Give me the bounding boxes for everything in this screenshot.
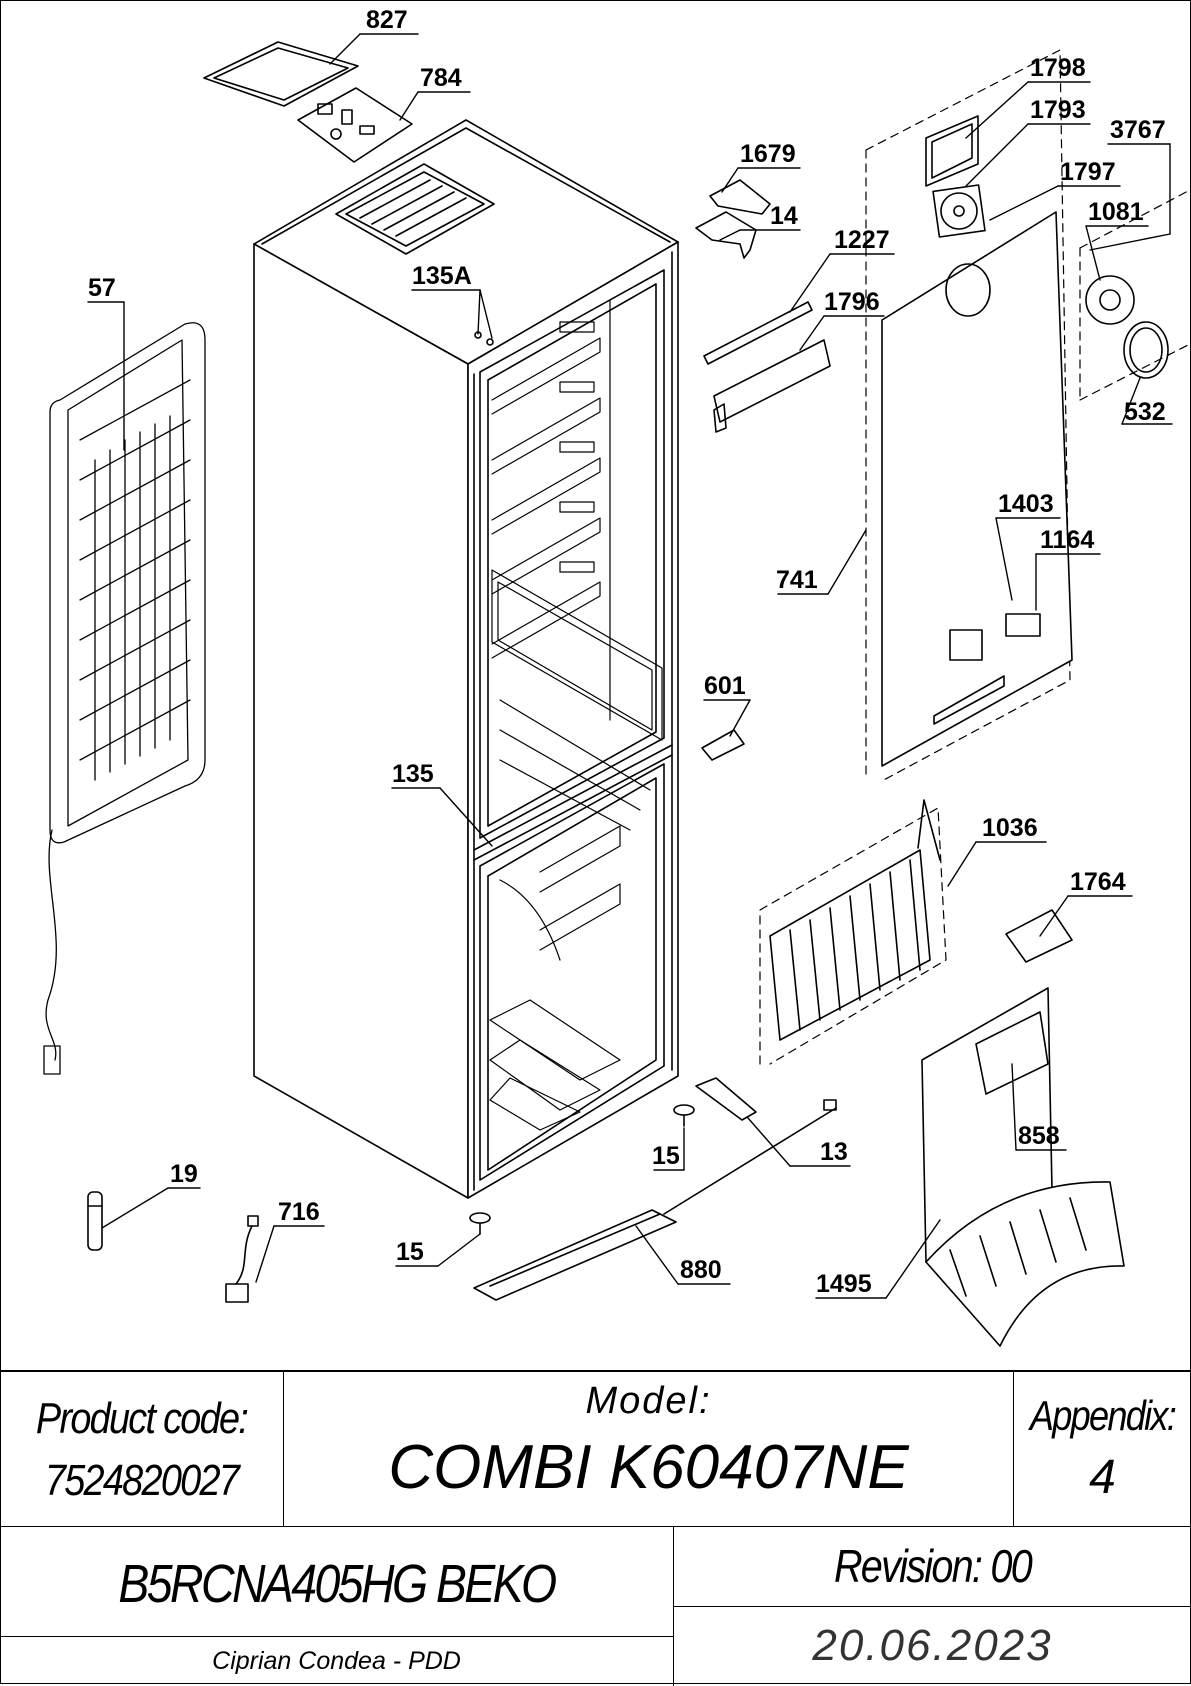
product-code-value: 7524820027 (44, 1456, 240, 1505)
part-1679-hinge-cover (709, 179, 771, 215)
cabinet (253, 119, 679, 1199)
model-label: Model: (585, 1380, 712, 1422)
label-15-upper: 15 (652, 1142, 680, 1170)
part-15-foot-upper (673, 1104, 695, 1127)
author: Ciprian Condea - PDD (212, 1647, 461, 1675)
part-858-cover (975, 1011, 1049, 1095)
label-716: 716 (278, 1198, 320, 1226)
part-784-board (297, 87, 413, 163)
part-14-hinge (695, 211, 757, 259)
label-741: 741 (776, 566, 818, 594)
fan-assembly-dashed-group (865, 49, 1191, 783)
model-cell: Model: COMBI K60407NE (284, 1372, 1014, 1526)
revision-cell: Revision: 00 (674, 1526, 1191, 1606)
label-858: 858 (1018, 1122, 1060, 1150)
label-784: 784 (420, 64, 462, 92)
label-1764: 1764 (1070, 868, 1126, 896)
label-1164: 1164 (1040, 526, 1094, 554)
model-name: B5RCNA405HG BEKO (118, 1554, 557, 1614)
part-601-hinge (701, 729, 745, 761)
part-1036-evaporator (759, 799, 947, 1065)
label-57: 57 (88, 274, 116, 302)
label-532: 532 (1124, 398, 1166, 426)
part-19-sensor (87, 1191, 103, 1251)
name-cell: B5RCNA405HG BEKO (0, 1526, 674, 1636)
date-cell: 20.06.2023 (674, 1606, 1191, 1686)
part-741-back-panel (881, 211, 1073, 767)
label-14: 14 (770, 202, 798, 230)
callout-labels: 827 784 1798 1793 3767 1679 1797 14 1081… (88, 6, 1166, 1298)
part-827-cover (203, 41, 359, 107)
part-1764-pad (1005, 909, 1073, 963)
label-1797: 1797 (1060, 158, 1116, 186)
part-1796-bracket (713, 339, 831, 433)
label-19: 19 (170, 1160, 198, 1188)
part-1495-panel (921, 987, 1125, 1347)
product-code-label: Product code: (35, 1394, 249, 1443)
part-15-foot-lower (469, 1212, 491, 1235)
part-1798-frame (925, 115, 979, 187)
label-1227: 1227 (834, 226, 890, 254)
appendix-value: 4 (1089, 1451, 1116, 1504)
label-135A: 135A (412, 262, 472, 290)
label-1796: 1796 (824, 288, 880, 316)
condenser-57 (43, 322, 206, 1075)
label-1403: 1403 (998, 490, 1054, 518)
title-block: Product code: 7524820027 Model: COMBI K6… (0, 1370, 1191, 1686)
label-13: 13 (820, 1138, 848, 1166)
label-880: 880 (680, 1256, 722, 1284)
label-1495: 1495 (816, 1270, 872, 1298)
product-code-cell: Product code: 7524820027 (0, 1372, 284, 1526)
revision: Revision: 00 (833, 1540, 1033, 1592)
part-716-connector (225, 1215, 259, 1303)
part-13-bracket (695, 1077, 757, 1121)
date: 20.06.2023 (812, 1621, 1053, 1670)
appendix-label: Appendix: (1029, 1392, 1177, 1439)
label-1679: 1679 (740, 140, 796, 168)
label-135: 135 (392, 760, 434, 788)
label-601: 601 (704, 672, 746, 700)
part-532-ring (1123, 321, 1169, 379)
label-1793: 1793 (1030, 96, 1086, 124)
part-1081-motor (1085, 275, 1135, 325)
exploded-parts-diagram: 827 784 1798 1793 3767 1679 1797 14 1081… (43, 6, 1191, 1347)
leader-lines (87, 33, 1173, 1299)
label-1081: 1081 (1088, 198, 1144, 226)
model-value: COMBI K60407NE (388, 1433, 909, 1502)
label-1036: 1036 (982, 814, 1038, 842)
appendix-cell: Appendix: 4 (1014, 1372, 1191, 1526)
part-1227-strip (703, 301, 813, 365)
label-1798: 1798 (1030, 54, 1086, 82)
label-15-lower: 15 (396, 1238, 424, 1266)
part-880-heater (473, 1099, 837, 1301)
part-1793-fan (932, 184, 986, 238)
author-cell: Ciprian Condea - PDD (0, 1636, 674, 1686)
label-827: 827 (366, 6, 408, 34)
label-3767: 3767 (1110, 116, 1166, 144)
